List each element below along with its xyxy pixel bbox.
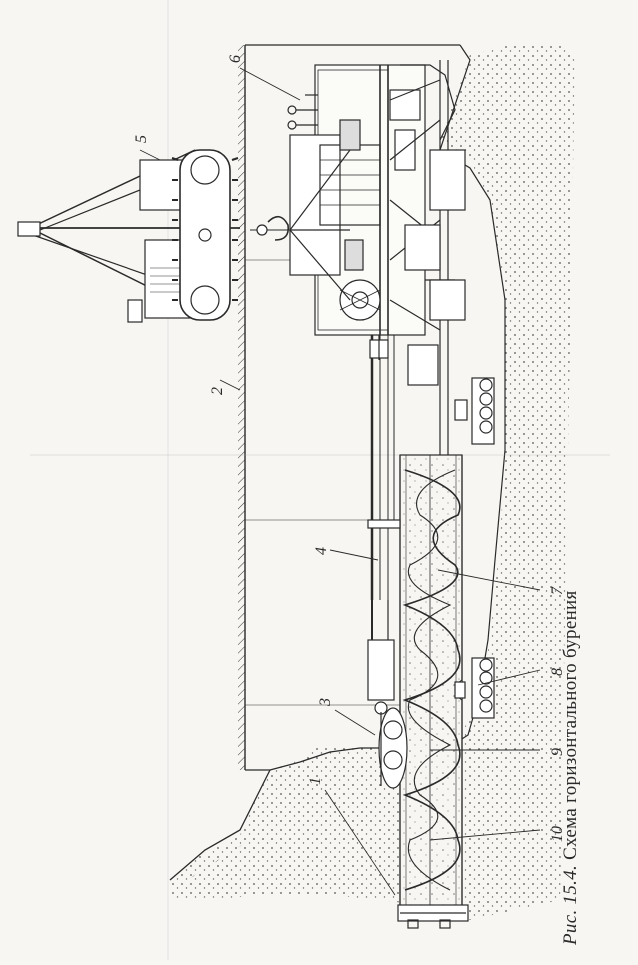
- callout-5: 5: [133, 135, 150, 143]
- callout-7: 7: [549, 586, 566, 595]
- callout-2: 2: [209, 387, 226, 395]
- pulley-block: [378, 707, 408, 789]
- callout-3: 3: [317, 698, 334, 707]
- drilling-machine: [287, 64, 456, 386]
- drill-head: [397, 904, 469, 929]
- callout-labels: 1 2 3 4 5 6 7 8 9 10: [133, 55, 566, 842]
- crane: [17, 149, 240, 323]
- auger-spiral: [402, 455, 461, 915]
- crane-hook-assembly: [250, 149, 351, 301]
- callout-6: 6: [227, 55, 244, 63]
- figure-caption: Рис. 15.4. Схема горизонтального бурения: [560, 590, 582, 945]
- figure-number: Рис. 15.4.: [560, 864, 581, 945]
- push-rods: [367, 300, 401, 715]
- callout-10: 10: [549, 826, 566, 842]
- callout-9: 9: [549, 748, 566, 756]
- rail-support-lower: [454, 657, 495, 719]
- rail-support-upper: [454, 377, 495, 445]
- figure-title: Схема горизонтального бурения: [560, 590, 581, 860]
- callout-leaders: [139, 67, 541, 896]
- callout-1: 1: [307, 777, 324, 785]
- callout-4: 4: [313, 547, 330, 555]
- callout-8: 8: [549, 668, 566, 676]
- soil-mass: [170, 45, 575, 920]
- machine-base-rails: [395, 60, 466, 455]
